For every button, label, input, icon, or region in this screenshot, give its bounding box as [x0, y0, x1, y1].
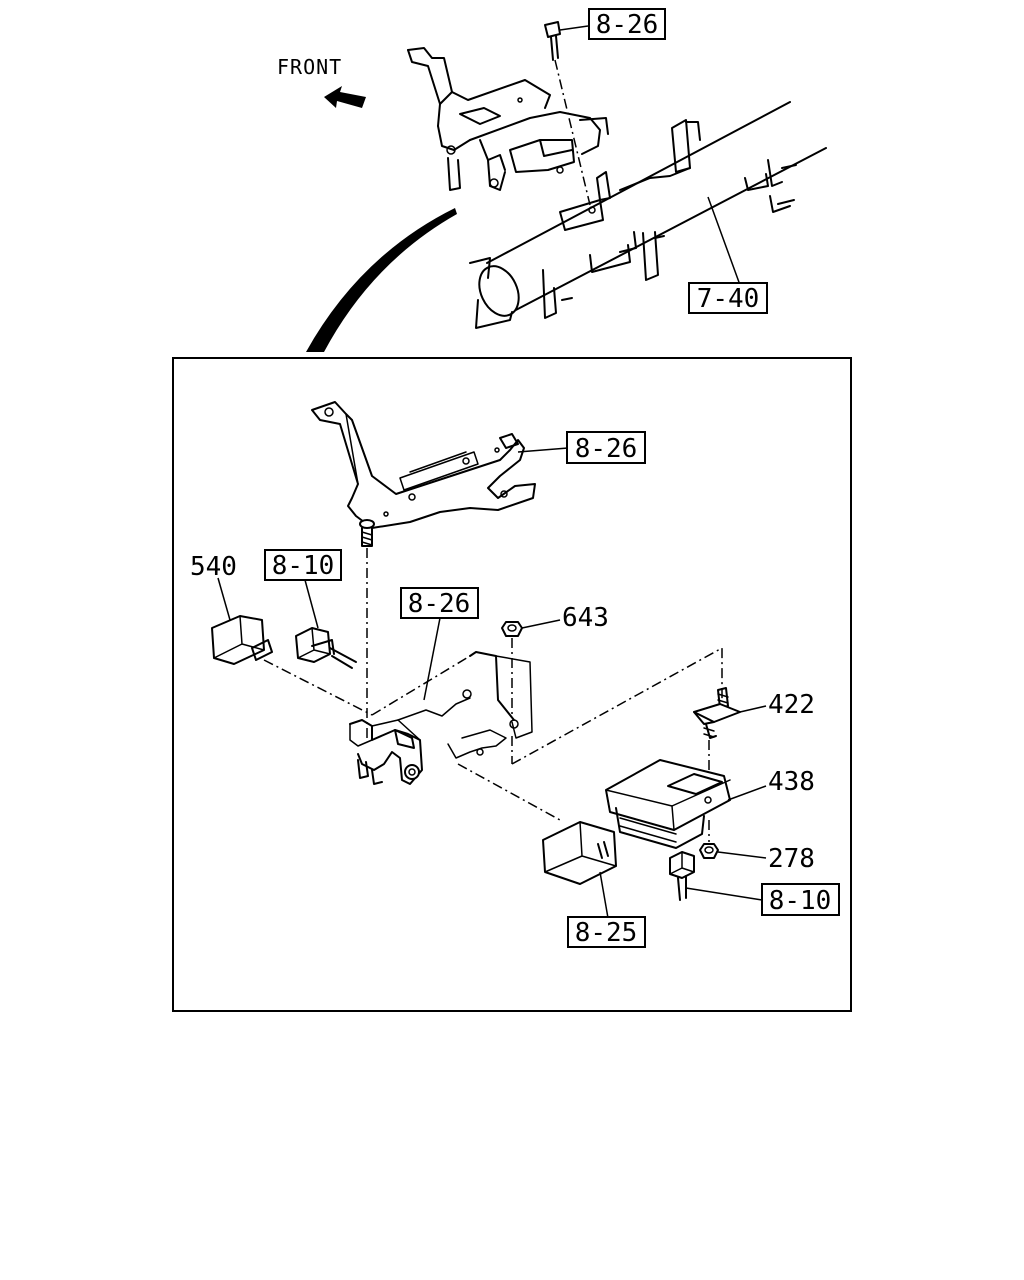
ref-upper-bracket-label: 8-26 [575, 434, 638, 464]
detail-frame [172, 357, 852, 1012]
callout-643: 643 [562, 603, 609, 633]
callout-438: 438 [768, 767, 815, 797]
callout-540: 540 [190, 552, 237, 582]
module-block-825 [542, 821, 617, 919]
module-438 [605, 759, 767, 849]
ref-lower-bracket-label: 8-26 [408, 589, 471, 619]
crossmember-assembly [469, 101, 827, 329]
mounting-trace [511, 646, 723, 765]
ref-crossmember-label: 7-40 [697, 284, 760, 314]
ref-box-upper-bracket: 8-26 [566, 431, 646, 464]
front-direction-indicator: FRONT [277, 55, 366, 108]
ref-box-crossmember: 7-40 [688, 282, 768, 314]
ref-top-bolt-label: 8-26 [596, 10, 659, 40]
callout-422: 422 [768, 690, 815, 720]
ref-module-block-label: 8-25 [575, 918, 638, 948]
ref-box-top-bolt: 8-26 [588, 8, 666, 40]
relay-540 [211, 577, 373, 716]
front-label: FRONT [277, 55, 342, 79]
lower-bracket-detail [349, 617, 561, 821]
ref-box-lower-bracket: 8-26 [400, 587, 479, 619]
callout-278: 278 [768, 844, 815, 874]
ref-connector-left-label: 8-10 [272, 551, 335, 581]
screw-detail [359, 519, 375, 740]
nut-643 [501, 619, 561, 718]
detail-callout-arrow [306, 208, 457, 352]
ref-box-connector-right: 8-10 [761, 883, 840, 916]
front-arrow-icon [324, 86, 366, 108]
ref-connector-right-label: 8-10 [769, 886, 832, 916]
upper-bracket-detail [311, 401, 569, 529]
ref-box-connector-left: 8-10 [264, 549, 342, 581]
nut-278 [699, 843, 767, 859]
connector-left [295, 579, 357, 669]
clip-422 [693, 687, 767, 800]
connector-right [669, 851, 763, 901]
ref-box-module-block: 8-25 [567, 916, 646, 948]
upper-bracket-overview [407, 21, 609, 206]
